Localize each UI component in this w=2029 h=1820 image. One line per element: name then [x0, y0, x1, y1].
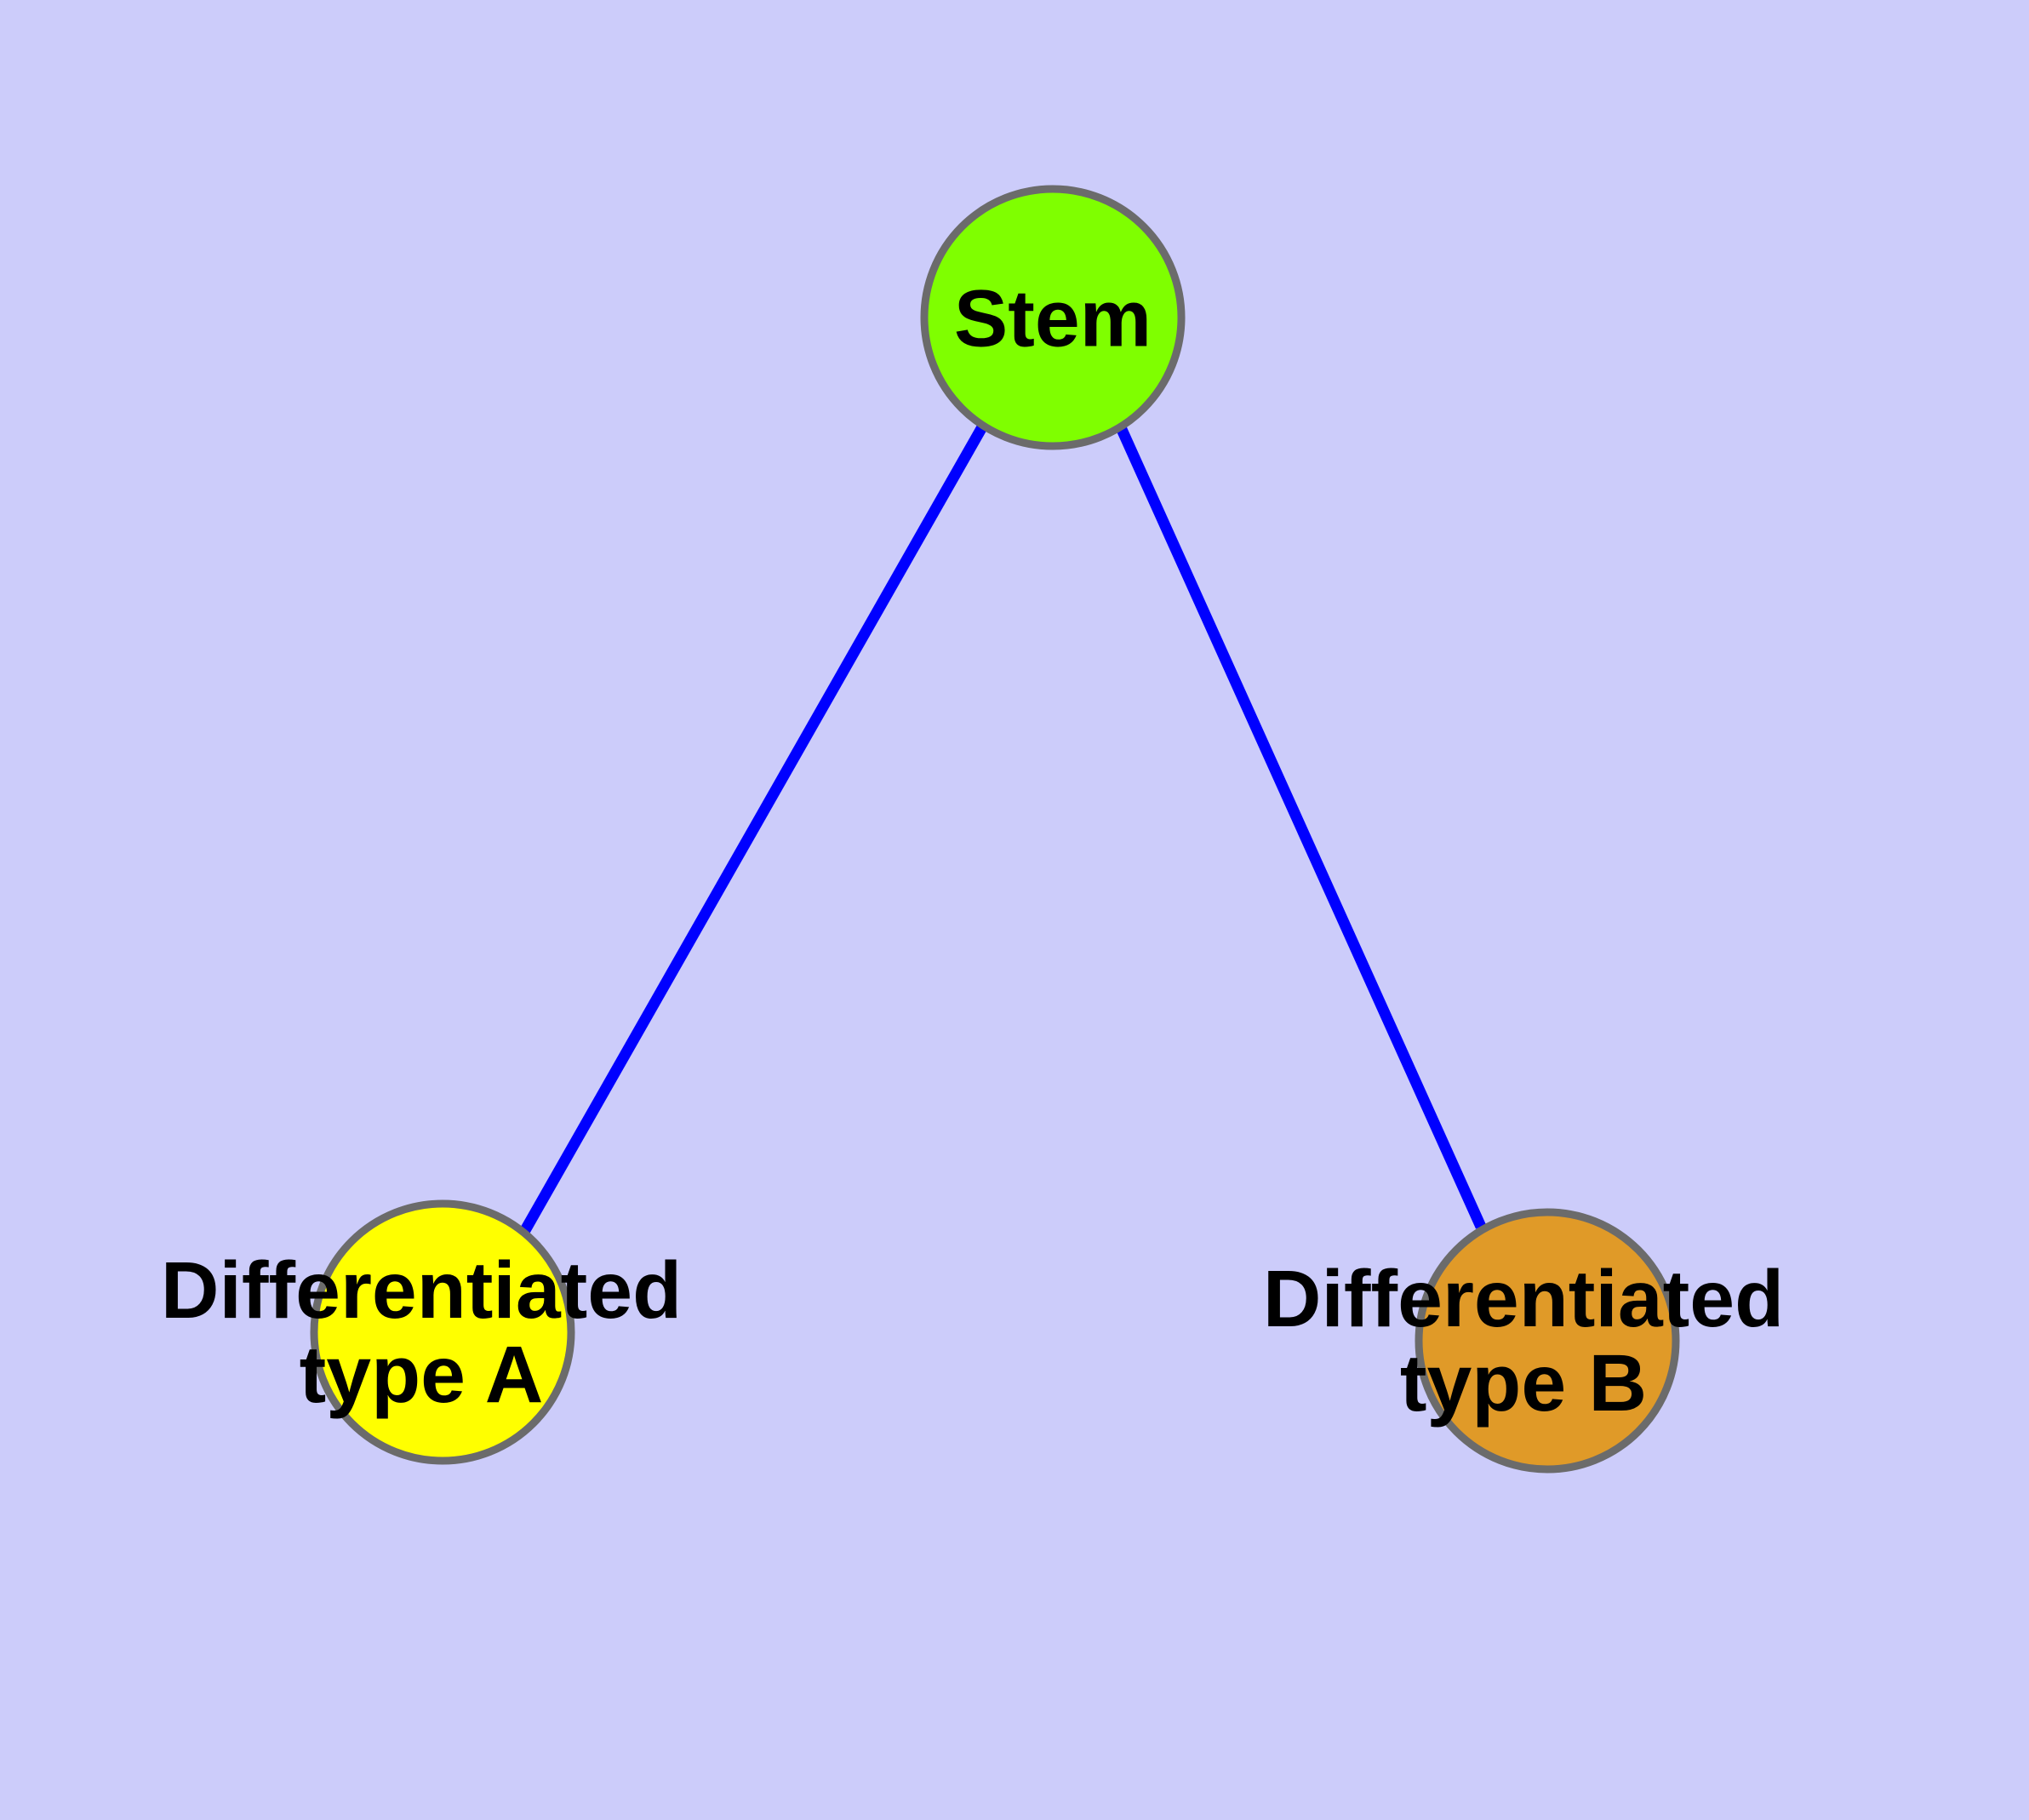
node-label-line: Differentiated — [160, 1245, 683, 1336]
node-label-line: Stem — [953, 273, 1152, 364]
graph-node-diff-b[interactable] — [1415, 1208, 1680, 1474]
graph-edge-stem-to-diff-a[interactable] — [519, 422, 988, 1235]
graph-node-diff-a[interactable] — [310, 1199, 575, 1465]
node-label-line: type B — [1399, 1338, 1648, 1428]
node-label-line: Differentiated — [1262, 1254, 1785, 1345]
nodes-layer — [310, 185, 1680, 1474]
node-label-line: type A — [299, 1330, 544, 1420]
graph-node-stem[interactable] — [920, 185, 1186, 450]
edges-layer — [519, 422, 1486, 1235]
node-label-stem: Stem — [954, 277, 1152, 362]
graph-edge-stem-to-diff-b[interactable] — [1115, 423, 1486, 1229]
